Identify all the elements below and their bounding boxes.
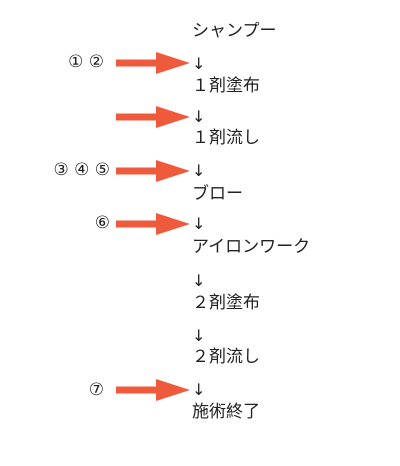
marker-6: ⑥ (94, 213, 110, 233)
step-agent1-rinse: １剤流し (192, 128, 260, 148)
down-arrow-icon: ↓ (192, 214, 206, 233)
step-agent2-rinse: ２剤流し (192, 347, 260, 367)
down-arrow-icon: ↓ (192, 107, 206, 126)
step-finish: 施術終了 (192, 402, 260, 422)
red-arrow-icon (116, 379, 190, 401)
red-arrow-icon (116, 213, 190, 235)
down-arrow-icon: ↓ (192, 271, 206, 290)
step-shampoo: シャンプー (192, 21, 277, 41)
down-arrow-icon: ↓ (192, 54, 206, 73)
red-arrow-icon (116, 52, 190, 74)
step-agent1-apply: １剤塗布 (192, 76, 260, 96)
marker-3-4-5: ③ ④ ⑤ (53, 160, 110, 180)
marker-1-2: ① ② (68, 52, 104, 72)
down-arrow-icon: ↓ (192, 161, 206, 180)
red-arrow-icon (116, 160, 190, 182)
step-agent2-apply: ２剤塗布 (192, 293, 260, 313)
down-arrow-icon: ↓ (192, 380, 206, 399)
step-blow-dry: ブロー (192, 184, 243, 204)
red-arrow-icon (116, 106, 190, 128)
down-arrow-icon: ↓ (192, 326, 206, 345)
step-iron-work: アイロンワーク (192, 237, 311, 257)
marker-7: ⑦ (88, 380, 104, 400)
